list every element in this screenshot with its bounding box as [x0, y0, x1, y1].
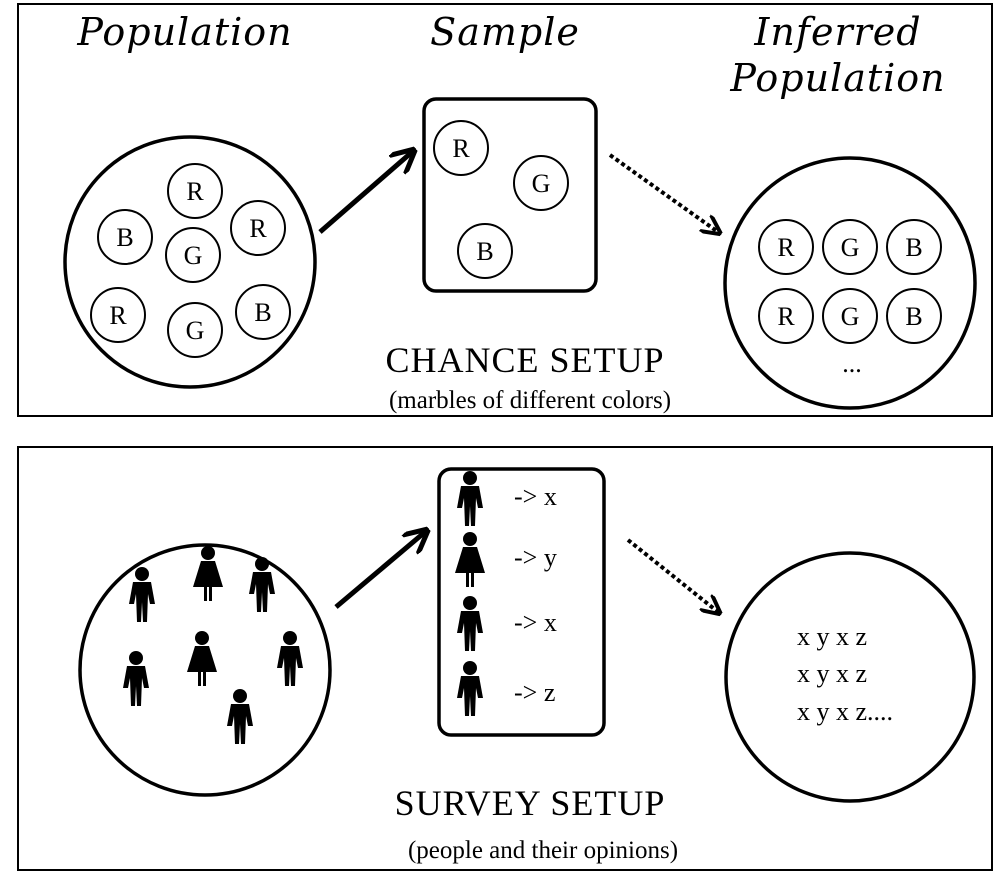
inference-arrow — [608, 153, 718, 232]
person-icon — [457, 596, 483, 651]
svg-text:G: G — [841, 302, 860, 331]
svg-text:B: B — [905, 233, 922, 262]
inferred-ellipsis: ... — [842, 349, 862, 378]
sampling-arrow — [334, 532, 425, 609]
svg-text:B: B — [254, 298, 271, 327]
header-inferred-line2: Population — [729, 56, 945, 100]
inferred-opinion-line: x y x z — [797, 659, 867, 688]
svg-text:R: R — [777, 233, 795, 262]
marble: B — [886, 219, 942, 275]
svg-text:G: G — [532, 169, 551, 198]
marble: R — [167, 163, 223, 219]
svg-text:B: B — [476, 237, 493, 266]
survey-inferred-circle — [724, 551, 976, 803]
marble: G — [822, 219, 878, 275]
person-icon — [455, 532, 485, 587]
marble: B — [457, 223, 513, 279]
inference-arrow — [626, 538, 718, 612]
inferred-opinion-line: x y x z — [797, 622, 867, 651]
svg-text:R: R — [249, 214, 267, 243]
person-icon — [457, 471, 483, 526]
marble: B — [886, 288, 942, 344]
person-icon — [123, 651, 149, 706]
svg-text:G: G — [184, 241, 203, 270]
header-inferred-line1: Inferred — [753, 10, 921, 54]
svg-text:R: R — [186, 177, 204, 206]
sampling-arrow — [318, 152, 412, 234]
marble: R — [230, 200, 286, 256]
sample-answer: -> x — [514, 608, 557, 637]
svg-text:G: G — [841, 233, 860, 262]
person-icon — [277, 631, 303, 686]
sample-answer: -> z — [514, 678, 555, 707]
svg-text:R: R — [109, 301, 127, 330]
chance-panel-border — [17, 3, 993, 417]
chance-population-circle — [63, 135, 317, 389]
svg-text:R: R — [452, 134, 470, 163]
person-icon — [129, 567, 155, 622]
header-population: Population — [76, 10, 292, 54]
marble: G — [822, 288, 878, 344]
marble: G — [513, 155, 569, 211]
survey-inferred-population: x y x z x y x z x y x z.... — [724, 551, 976, 803]
sample-answer: -> x — [514, 482, 557, 511]
marble: R — [90, 287, 146, 343]
person-icon — [227, 689, 253, 744]
chance-setup-subtitle: (marbles of different colors) — [389, 387, 671, 414]
marble: G — [165, 227, 221, 283]
svg-text:R: R — [777, 302, 795, 331]
header-sample: Sample — [430, 10, 580, 54]
survey-setup-title: SURVEY SETUP — [395, 783, 666, 823]
marble: G — [167, 302, 223, 358]
person-icon — [457, 661, 483, 716]
survey-population — [78, 543, 332, 797]
chance-sample-box — [422, 97, 598, 293]
chance-setup-title: CHANCE SETUP — [385, 340, 664, 380]
chance-population: R B G R R G B — [63, 135, 317, 389]
marble: R — [758, 288, 814, 344]
survey-setup-panel: -> x -> y -> x -> z x y x z x y x z x y … — [17, 446, 993, 871]
marble: R — [758, 219, 814, 275]
chance-inferred-circle — [723, 156, 977, 410]
marble: R — [433, 120, 489, 176]
survey-population-circle — [78, 543, 332, 797]
survey-setup-subtitle: (people and their opinions) — [408, 837, 678, 864]
marble: B — [235, 284, 291, 340]
svg-text:B: B — [905, 302, 922, 331]
chance-setup-panel: R B G R R G B R G B R G B R G B ... — [17, 3, 993, 417]
marble: B — [97, 209, 153, 265]
svg-text:G: G — [186, 316, 205, 345]
survey-sample: -> x -> y -> x -> z — [437, 467, 606, 737]
svg-text:B: B — [116, 223, 133, 252]
survey-panel-border — [17, 446, 993, 871]
survey-sample-box — [437, 467, 606, 737]
chance-sample: R G B — [422, 97, 598, 293]
person-icon — [193, 546, 223, 601]
chance-inferred-population: R G B R G B ... — [723, 156, 977, 410]
person-icon — [187, 631, 217, 686]
sample-answer: -> y — [514, 543, 557, 572]
inferred-opinion-line: x y x z.... — [797, 697, 893, 726]
